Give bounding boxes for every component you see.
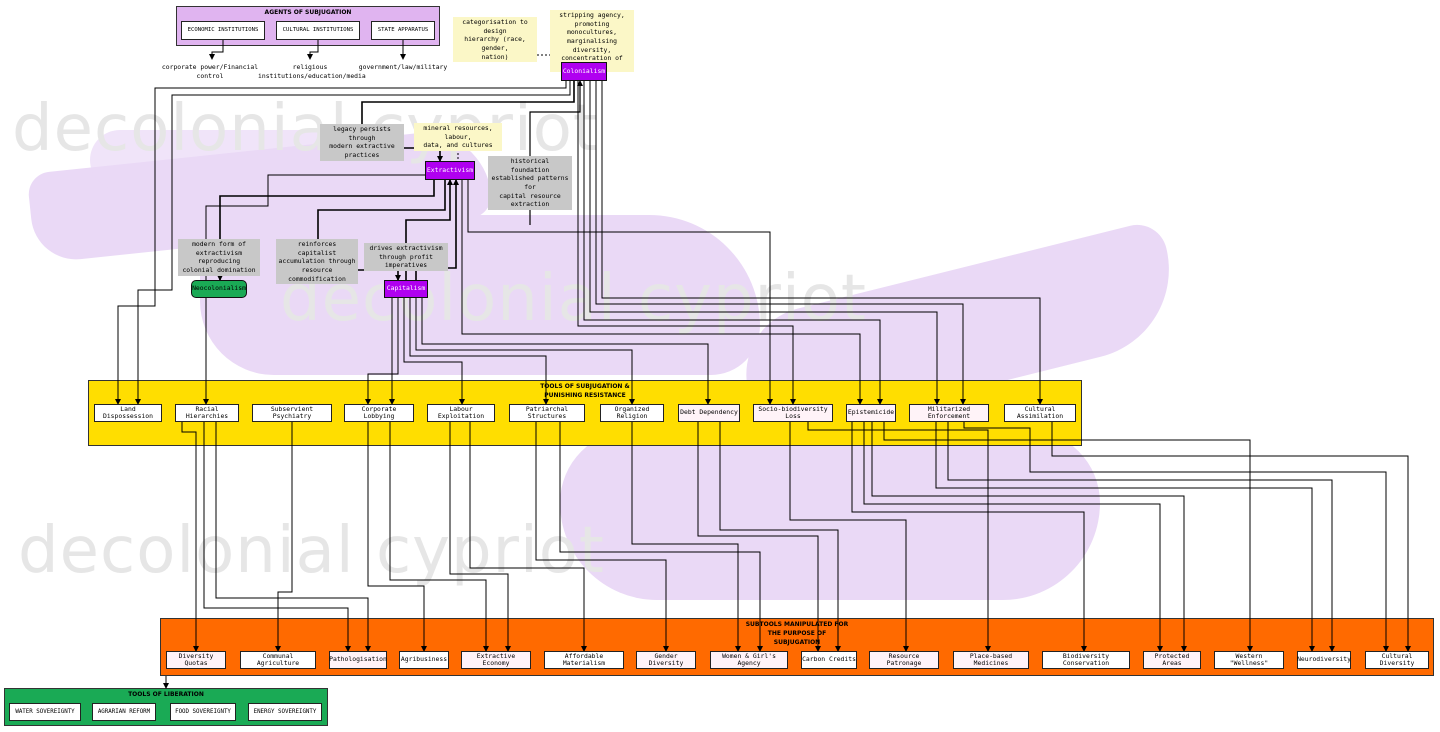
colonialism-to-tool (135, 81, 571, 405)
tool-cultural-assimilation[interactable]: Cultural Assimilation (1004, 404, 1076, 422)
tool-to-subtool (215, 422, 371, 652)
tool-to-subtool (851, 422, 1087, 652)
subtool-cultural-diversity[interactable]: Cultural Diversity (1365, 651, 1429, 669)
colonialism-to-tool (115, 81, 567, 405)
tool-to-subtool (181, 422, 199, 652)
tool-to-subtool (469, 422, 587, 652)
historical-foundation-edge (529, 80, 583, 225)
tool-militarized-enforcement[interactable]: Militarized Enforcement (909, 404, 989, 422)
capitalism-to-tool (409, 298, 549, 405)
tool-to-subtool (449, 422, 511, 652)
tool-to-subtool (631, 422, 741, 652)
tools-group-title: TOOLS OF SUBJUGATION & PUNISHING RESISTA… (540, 383, 630, 399)
agent-cultural-institutions[interactable]: CULTURAL INSTITUTIONS (276, 21, 360, 40)
tool-to-subtool (883, 422, 1253, 652)
node-capitalism[interactable]: Capitalism (384, 280, 428, 298)
tool-to-subtool (535, 422, 669, 652)
subtool-biodiversity-conservation[interactable]: Biodiversity Conservation (1042, 651, 1130, 669)
node-extractivism[interactable]: Extractivism (425, 161, 475, 180)
liberation-energy-sovereignty[interactable]: ENERGY SOVEREIGNTY (248, 703, 322, 721)
agent-note-cultural: religious institutions/education/media (258, 63, 366, 80)
subtool-resource-patronage[interactable]: Resource Patronage (869, 651, 939, 669)
subtool-neurodiversity[interactable]: Neurodiversity (1297, 651, 1351, 669)
subtools-group-title: SUBTOOLS MANIPULATED FOR THE PURPOSE OF … (745, 621, 849, 646)
agent-economic-institutions[interactable]: ECONOMIC INSTITUTIONS (181, 21, 265, 40)
subtool-carbon-credits[interactable]: Carbon Credits (801, 651, 857, 669)
colonialism-to-tool (589, 81, 940, 405)
liberation-food-sovereignty[interactable]: FOOD SOVEREIGNTY (170, 703, 236, 721)
tool-socio-biodiversity-loss[interactable]: Socio-biodiversity Loss (753, 404, 833, 422)
extractivism-to-tool (461, 180, 863, 405)
agent-note-state: government/law/military (358, 63, 448, 71)
agent-edge (307, 40, 319, 60)
colonialism-to-tool (583, 81, 883, 405)
subtool-extractive-economy[interactable]: Extractive Economy (461, 651, 531, 669)
annotation-mineral: mineral resources, labour, data, and cul… (414, 123, 502, 151)
edge-label-historical: historical foundation established patter… (488, 156, 572, 210)
edge-label-legacy: legacy persists through modern extractiv… (320, 124, 404, 161)
subtool-protected-areas[interactable]: Protected Areas (1143, 651, 1201, 669)
tool-to-subtool (947, 422, 1335, 652)
subtool-gender-diversity[interactable]: Gender Diversity (636, 651, 696, 669)
tool-to-subtool (719, 422, 841, 652)
tool-to-subtool (203, 422, 351, 652)
tool-corporate-lobbying[interactable]: Corporate Lobbying (344, 404, 414, 422)
tool-to-subtool (559, 422, 763, 652)
tool-organized-religion[interactable]: Organized Religion (600, 404, 664, 422)
subtool-pathologisation[interactable]: Pathologisation (329, 651, 387, 669)
capitalism-to-tool (421, 298, 711, 405)
capitalism-to-tool (365, 298, 399, 405)
subtool-diversity-quotas[interactable]: Diversity Quotas (166, 651, 226, 669)
tool-to-subtool (935, 422, 1315, 652)
extractivism-to-tool (467, 180, 773, 405)
tool-patriarchal-structures[interactable]: Patriarchal Structures (509, 404, 585, 422)
tool-land-dispossession[interactable]: Land Dispossession (94, 404, 162, 422)
tool-to-subtool (789, 422, 909, 652)
tool-labour-exploitation[interactable]: Labour Exploitation (427, 404, 495, 422)
subtool-womens-agency[interactable]: Women & Girl's Agency (710, 651, 788, 669)
tool-subservient-psychiatry[interactable]: Subservient Psychiatry (252, 404, 332, 422)
tool-to-subtool (1051, 422, 1411, 652)
liberation-water-sovereignty[interactable]: WATER SOVEREIGNTY (9, 703, 81, 721)
capitalism-to-tool (415, 298, 635, 405)
tool-to-subtool (275, 422, 293, 652)
edge-label-reinforces: reinforces capitalist accumulation throu… (276, 239, 358, 285)
capitalism-to-tool (403, 298, 465, 405)
colonialism-to-tool (595, 81, 966, 405)
agent-note-economic: corporate power/Financial control (161, 63, 259, 80)
tool-racial-hierarchies[interactable]: Racial Hierarchies (175, 404, 239, 422)
colonialism-to-tool (577, 81, 796, 405)
tool-epistemicide[interactable]: Epistemicide (846, 404, 896, 422)
tool-to-subtool (963, 422, 1389, 652)
agents-group-title: AGENTS OF SUBJUGATION (264, 9, 352, 16)
tool-to-subtool (807, 422, 991, 652)
edge-label-drives: drives extractivism through profit imper… (364, 243, 448, 271)
subtool-western-wellness[interactable]: Western "Wellness" (1214, 651, 1284, 669)
annotation-categorisation: categorisation to design hierarchy (race… (453, 17, 537, 63)
tool-to-subtool (871, 422, 1187, 652)
colonialism-to-tool (601, 81, 1043, 405)
tool-debt-dependency[interactable]: Debt Dependency (678, 404, 740, 422)
subtool-communal-agriculture[interactable]: Communal Agriculture (240, 651, 316, 669)
liberation-agrarian-reform[interactable]: AGRARIAN REFORM (92, 703, 156, 721)
tool-to-subtool (697, 422, 821, 652)
edge-label-modern-form: modern form of extractivism reproducing … (178, 239, 260, 276)
tool-to-subtool (389, 422, 489, 652)
subtool-place-based-medicines[interactable]: Place-based Medicines (953, 651, 1029, 669)
node-colonialism[interactable]: Colonialism (561, 62, 607, 81)
tool-to-subtool (863, 422, 1163, 652)
subtool-agribusiness[interactable]: Agribusiness (399, 651, 449, 669)
tool-to-subtool (367, 422, 427, 652)
subtool-affordable-materialism[interactable]: Affordable Materialism (544, 651, 624, 669)
node-neocolonialism[interactable]: Neocolonialism (191, 280, 247, 298)
agent-edge (209, 40, 224, 60)
liberation-group-title: TOOLS OF LIBERATION (128, 691, 204, 698)
agent-state-apparatus[interactable]: STATE APPARATUS (371, 21, 435, 40)
extractivism-to-neocolonialism (217, 180, 435, 281)
